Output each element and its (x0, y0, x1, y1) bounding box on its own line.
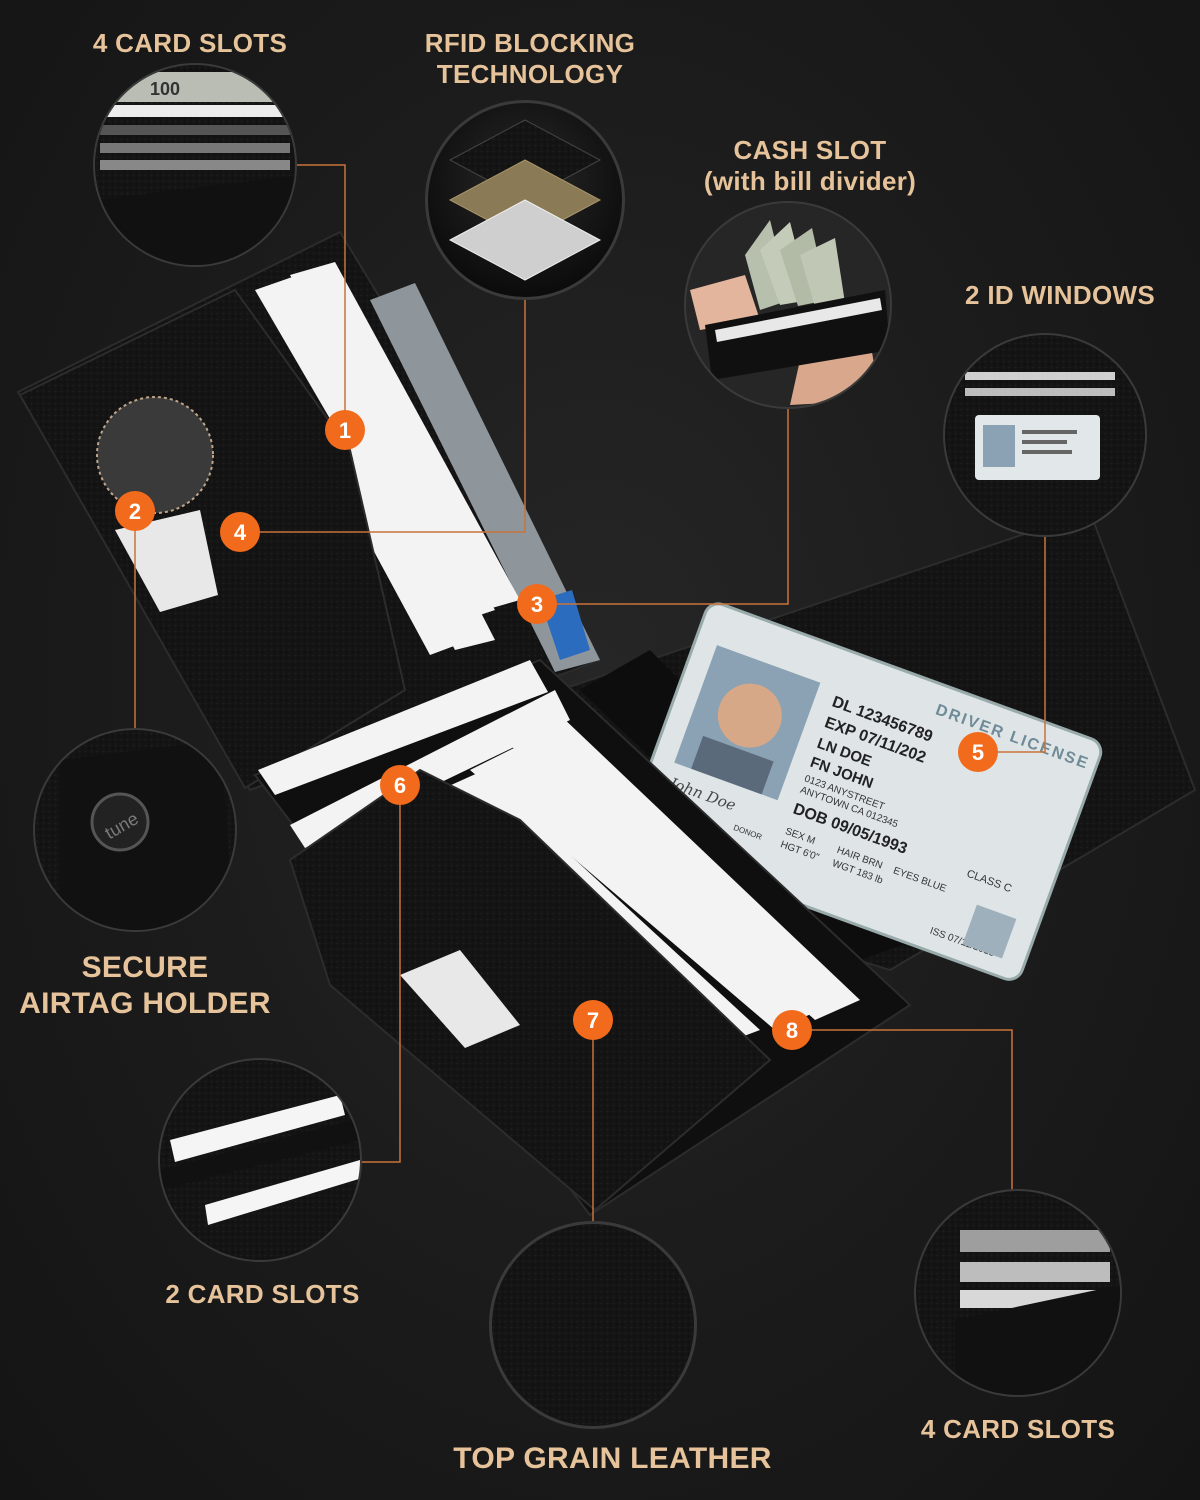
wallet-illustration: DRIVER LICENSE DL 123456789 EXP 07/11/20… (16, 230, 1197, 1217)
leader-line-6 (360, 785, 401, 1163)
leader-line-4 (240, 298, 526, 533)
marker-1: 1 (325, 410, 365, 450)
upper-id-window (115, 510, 218, 612)
marker-8: 8 (772, 1010, 812, 1050)
card (290, 262, 520, 612)
id-photo-face (717, 683, 782, 748)
svg-text:1: 1 (339, 418, 351, 443)
svg-text:6: 6 (394, 773, 406, 798)
marker-4: 4 (220, 512, 260, 552)
leader-line-1 (295, 164, 346, 430)
leader-lines (134, 164, 1046, 1223)
detail-circle-card-slots-top: 100 (93, 63, 297, 267)
label-airtag-holder: SECURE AIRTAG HOLDER (19, 951, 271, 1020)
wallet-cash-bills (370, 283, 600, 672)
marker-6: 6 (380, 765, 420, 805)
leader-line-8 (792, 1029, 1013, 1191)
svg-text:4: 4 (234, 520, 247, 545)
detail-circle-id-windows (943, 333, 1147, 537)
id-photo-shirt (691, 735, 774, 795)
label-top-grain-leather: TOP GRAIN LEATHER (453, 1442, 772, 1475)
detail-circle-leather (489, 1221, 697, 1429)
detail-circle-airtag: tune (33, 728, 237, 932)
card (258, 660, 548, 795)
detail-circle-card-slots-two (158, 1058, 362, 1262)
card (470, 745, 820, 1030)
label-card-slots-bottom: 4 CARD SLOTS (920, 1414, 1116, 1444)
svg-text:7: 7 (587, 1008, 599, 1033)
id-window: DRIVER LICENSE DL 123456789 EXP 07/11/20… (625, 602, 1103, 981)
marker-5: 5 (958, 732, 998, 772)
cash-bills (745, 220, 845, 310)
label-card-slots-two: 2 CARD SLOTS (165, 1279, 360, 1309)
hand-left (690, 275, 760, 330)
lower-id-window (400, 950, 520, 1048)
upper-card-slots (255, 262, 520, 655)
card (360, 455, 495, 650)
airtag-ring (96, 396, 214, 514)
svg-text:3: 3 (531, 592, 543, 617)
card (510, 715, 860, 1020)
marker-3: 3 (517, 584, 557, 624)
detail-circles: 100 (33, 63, 1147, 1429)
label-cash-slot: CASH SLOT (with bill divider) (703, 135, 917, 197)
svg-text:8: 8 (786, 1018, 798, 1043)
airtag-disc (90, 792, 150, 852)
label-card-slots-top: 4 CARD SLOTS (92, 28, 288, 58)
leader-line-5 (978, 535, 1046, 753)
label-rfid: RFID BLOCKING TECHNOLOGY (424, 28, 636, 90)
number-markers: 1 2 3 4 5 6 7 8 (115, 410, 998, 1050)
marker-7: 7 (573, 1000, 613, 1040)
id-mini-photo (962, 904, 1017, 959)
svg-text:2: 2 (129, 499, 141, 524)
marker-2: 2 (115, 491, 155, 531)
detail-circle-rfid (425, 100, 625, 300)
card (290, 690, 570, 848)
bill-text: 100 (150, 79, 180, 99)
leader-line-3 (537, 407, 789, 605)
lower-front-pocket (288, 768, 772, 1212)
detail-circle-card-slots-bottom (914, 1189, 1122, 1397)
label-id-windows: 2 ID WINDOWS (965, 280, 1155, 310)
detail-circle-cash-slot (684, 201, 892, 409)
svg-text:5: 5 (972, 740, 984, 765)
rfid-layer-base (448, 199, 602, 281)
